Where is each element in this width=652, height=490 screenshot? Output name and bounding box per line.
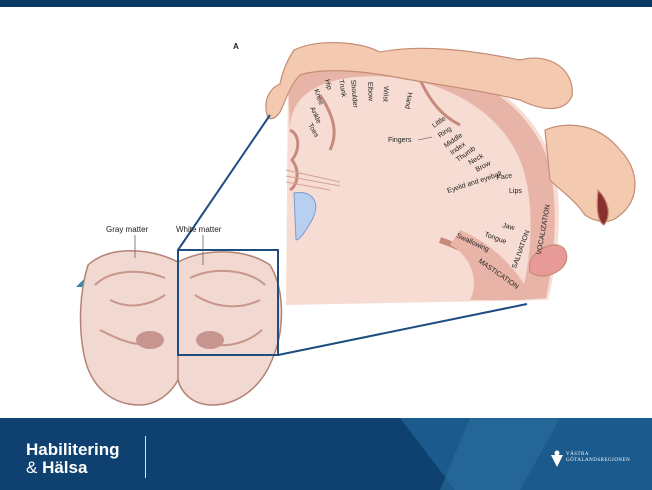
brand-divider	[145, 436, 146, 478]
region-name: VÄSTRA GÖTALANDSREGIONEN	[566, 452, 630, 464]
brand-wordmark: Habilitering & Hälsa	[26, 441, 120, 477]
label-fingers: Fingers	[388, 137, 412, 144]
brain-coronal-section	[81, 251, 282, 405]
brand-line2: & Hälsa	[26, 459, 120, 477]
gray-matter-label: Gray matter	[106, 225, 149, 234]
brand-line2-word: Hälsa	[42, 458, 87, 477]
label-lips: Lips	[509, 188, 522, 195]
white-matter-label: White matter	[176, 225, 222, 234]
region-name-line2: GÖTALANDSREGIONEN	[566, 458, 630, 464]
brand-ampersand: &	[26, 458, 37, 477]
panel-letter: A	[233, 42, 239, 51]
label-elbow: Elbow	[366, 82, 374, 102]
motor-homunculus-figure: A Gray matter White matter Toes Ankle Kn…	[0, 0, 652, 418]
brand-line1: Habilitering	[26, 441, 120, 459]
label-wrist: Wrist	[381, 86, 389, 102]
